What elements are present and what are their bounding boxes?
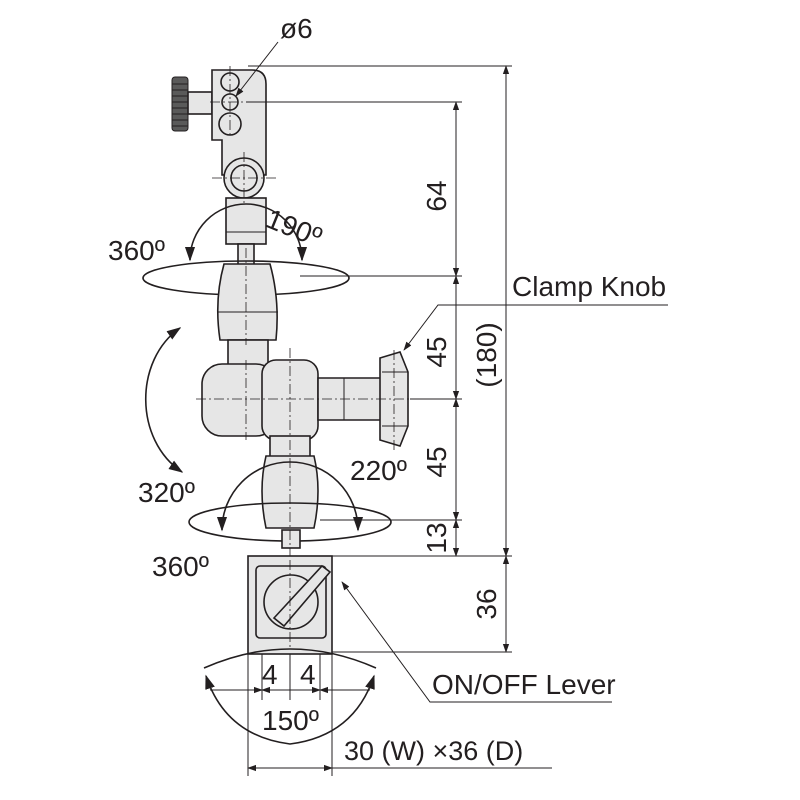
middle-lower-label: 45 <box>421 446 452 477</box>
magnetic-base <box>247 555 333 655</box>
lower-joint <box>188 435 392 556</box>
lower-tilt-label: 220º <box>350 455 407 486</box>
on-off-lever-callout: ON/OFF Lever <box>432 669 616 700</box>
labels: ø6 64 (180) 45 45 13 36 4 4 30 (W) ×36 (… <box>108 13 666 766</box>
dimension-lines <box>210 41 668 776</box>
lever-swing-label: 150º <box>262 705 319 736</box>
base-size-label: 30 (W) ×36 (D) <box>344 736 523 766</box>
neck-label: 13 <box>421 522 452 553</box>
upper-joint <box>142 248 350 369</box>
offset-left-label: 4 <box>262 659 278 690</box>
clamp-knob-callout: Clamp Knob <box>512 271 666 302</box>
bore-label: ø6 <box>280 13 313 44</box>
base-height-label: 36 <box>471 588 502 619</box>
middle-upper-label: 45 <box>421 336 452 367</box>
top-swivel-label: 360º <box>108 235 165 266</box>
upper-arm-label: 64 <box>421 180 452 211</box>
top-tilt-label: 190º <box>262 203 326 253</box>
middle-clamp <box>196 348 418 450</box>
top-clamp <box>171 66 276 269</box>
rotation-arcs <box>144 203 377 745</box>
lower-swivel-label: 360º <box>152 551 209 582</box>
total-height-label: (180) <box>471 322 502 387</box>
middle-rotation-label: 320º <box>138 477 195 508</box>
offset-right-label: 4 <box>300 659 316 690</box>
